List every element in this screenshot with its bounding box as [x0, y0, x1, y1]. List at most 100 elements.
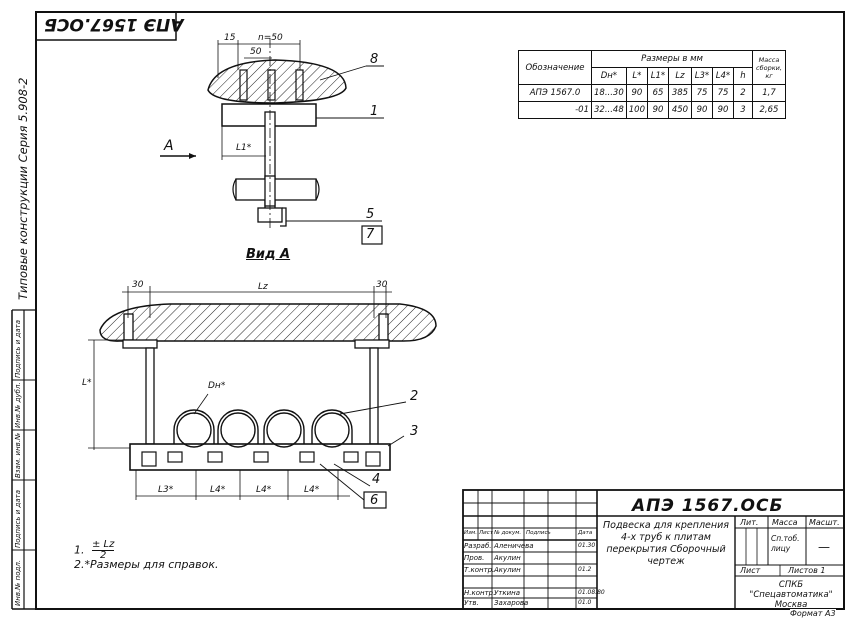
dim-dn: Dн* — [208, 381, 226, 391]
dimensions-table: Обозначение Размеры в мм Масса сборки, к… — [518, 50, 786, 119]
table-cell: 65 — [646, 84, 669, 102]
note-1-formula: ± Lz 2 — [92, 539, 115, 561]
table-row: -01 32...48 100 90 450 90 90 3 2,65 — [518, 101, 786, 119]
dim-lz: Lz — [258, 282, 268, 292]
dim-30-left: 30 — [132, 280, 144, 290]
tb-col-label: № докум. — [494, 530, 522, 536]
tb-scale-value: — — [818, 540, 830, 554]
table-cell: 90 — [690, 101, 713, 119]
dim-15: 15 — [224, 33, 236, 43]
tb-role: Пров. — [464, 554, 485, 562]
note-2: 2.*Размеры для справок. — [74, 558, 219, 571]
note-1-denominator: 2 — [100, 550, 107, 561]
table-header: Обозначение — [518, 50, 592, 85]
side-stamp-label: Подпись и дата — [14, 490, 22, 548]
table-col-header: L3* — [690, 67, 713, 85]
section-arrow-a: A — [164, 138, 174, 154]
table-header: Размеры в мм — [591, 50, 753, 68]
table-row: АПЭ 1567.0 18...30 90 65 385 75 75 2 1,7 — [518, 84, 786, 102]
table-cell: 18...30 — [591, 84, 627, 102]
top-stamp-label: АПЭ 1567.ОСБ — [44, 14, 184, 34]
drawing-description: Подвеска для крепления 4-х труб к плитам… — [603, 520, 729, 567]
tb-role: Утв. — [464, 599, 479, 607]
tb-date: 01.0 — [578, 599, 592, 606]
table-cell: 100 — [625, 101, 648, 119]
series-caption: Типовые конструкции Серия 5.908-2 — [16, 77, 30, 301]
tb-format: Формат А3 — [790, 609, 836, 618]
dim-n50: n=50 — [258, 33, 283, 43]
side-stamp-label: Подпись и дата — [14, 320, 22, 378]
callout-6: 6 — [370, 493, 379, 508]
tb-role: Т.контр. — [464, 566, 495, 574]
table-cell: 3 — [732, 101, 753, 119]
table-cell: 90 — [646, 101, 669, 119]
table-cell: -01 — [518, 101, 592, 119]
tb-name: Уткина — [494, 589, 520, 597]
table-cell: 32...48 — [591, 101, 627, 119]
tb-organization: СПКБ "Спецавтоматика" Москва — [749, 580, 833, 610]
note-1-numerator: ± Lz — [92, 539, 115, 551]
table-col-header: L* — [625, 67, 648, 85]
dim-l4: L4* — [210, 485, 226, 495]
note-1: 1. ± Lz 2 — [74, 539, 115, 561]
dim-50: 50 — [250, 47, 262, 57]
tb-scale-label: Масшт. — [809, 518, 840, 527]
table-cell: 90 — [625, 84, 648, 102]
table-col-header: Dн* — [591, 67, 627, 85]
callout-4: 4 — [372, 472, 381, 487]
tb-name: Захарова — [494, 599, 529, 607]
table-cell: 75 — [690, 84, 713, 102]
callout-2: 2 — [410, 389, 419, 404]
tb-mass-label: Масса — [772, 518, 798, 527]
table-header: Масса сборки, кг — [751, 50, 786, 85]
slab-top-view — [207, 59, 347, 104]
callout-5: 5 — [366, 207, 375, 222]
top-stamp-box — [35, 11, 177, 41]
dim-l3: L3* — [158, 485, 174, 495]
table-cell: 90 — [711, 101, 734, 119]
side-stamp-label: Инв.№ дубл. — [14, 382, 22, 428]
tb-sheets-label: Листов 1 — [788, 566, 826, 575]
dim-l4: L4* — [256, 485, 272, 495]
tb-date: 01.2 — [578, 566, 592, 573]
tb-name: Акулин — [494, 554, 521, 562]
tb-role: Н.контр. — [464, 589, 496, 597]
title-block-frame — [462, 489, 845, 610]
table-cell: 75 — [711, 84, 734, 102]
doc-code: АПЭ 1567.ОСБ — [632, 496, 784, 516]
tb-sheet-label: Лист — [740, 566, 761, 575]
tb-name: Аленичева — [494, 542, 534, 550]
tb-mass-value: Сп.тоб. лицу — [771, 534, 800, 553]
table-cell: 1,7 — [751, 84, 786, 102]
dim-l: L* — [82, 378, 92, 388]
table-cell: 2,65 — [751, 101, 786, 119]
tb-role: Разраб. — [464, 542, 492, 550]
table-cell: 385 — [667, 84, 692, 102]
callout-3: 3 — [410, 424, 419, 439]
note-1-prefix: 1. — [74, 543, 85, 557]
tb-date: 01.30 — [578, 542, 596, 549]
table-cell: 2 — [732, 84, 753, 102]
table-col-header: L1* — [646, 67, 669, 85]
table-col-header: h — [732, 67, 753, 85]
callout-1: 1 — [370, 104, 379, 119]
side-stamp-label: Инв.№ подл. — [14, 559, 22, 606]
dim-30-right: 30 — [376, 280, 388, 290]
tb-name: Акулин — [494, 566, 521, 574]
table-col-header: L4* — [711, 67, 734, 85]
view-a-title: Вид А — [246, 247, 291, 262]
table-cell: 450 — [667, 101, 692, 119]
callout-8: 8 — [370, 52, 379, 67]
slab-view-a — [99, 303, 437, 342]
tb-col-label: Дата — [578, 530, 593, 536]
side-stamp-label: Взам. инв.№ — [14, 432, 22, 478]
tb-date: 01.08.80 — [578, 589, 605, 596]
table-col-header: Lz — [667, 67, 692, 85]
table-cell: АПЭ 1567.0 — [518, 84, 592, 102]
callout-7: 7 — [366, 227, 375, 242]
dim-l1: L1* — [236, 143, 252, 153]
tb-col-label: Лист — [479, 530, 493, 536]
dim-l4: L4* — [304, 485, 320, 495]
